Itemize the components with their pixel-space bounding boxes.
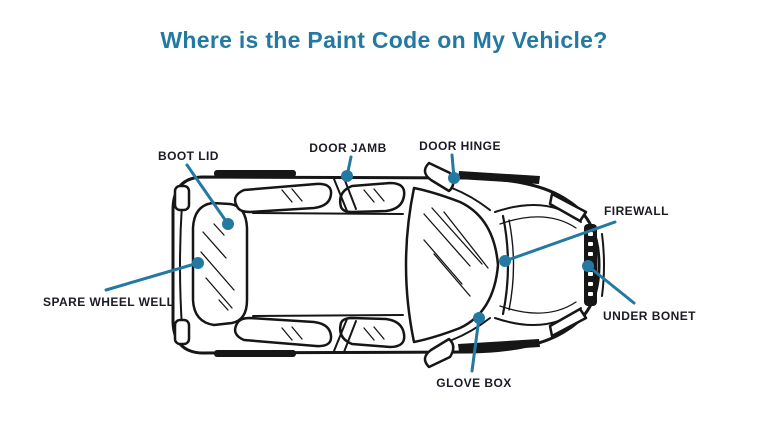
rear-window: [191, 201, 249, 327]
wing-mirror-bottom: [423, 337, 455, 369]
rear-hatch-seam: [179, 203, 183, 329]
side-window-rear-bottom: [233, 316, 333, 348]
front-bumper-seam: [601, 233, 605, 297]
tail-light-right: [173, 318, 191, 346]
callout-dot-spare-wheel-well: [192, 257, 204, 269]
tail-light-left: [173, 184, 191, 212]
callout-label-door-jamb: DOOR JAMB: [309, 141, 386, 155]
callout-label-under-bonet: UNDER BONET: [603, 309, 696, 323]
callout-label-boot-lid: BOOT LID: [158, 149, 219, 163]
cowl-arc-inner: [508, 219, 515, 311]
callout-line-boot-lid: [185, 163, 230, 226]
top-windows-hatching: [281, 188, 385, 203]
callout-dot-door-hinge: [448, 172, 460, 184]
headlight-top: [548, 192, 588, 223]
bottom-windows-hatching: [281, 326, 385, 341]
callouts: BOOT LID DOOR JAMB DOOR HINGE FIREWALL U…: [43, 139, 696, 390]
callout-line-firewall: [503, 220, 617, 263]
a-pillar-bottom: [451, 317, 491, 341]
callout-label-firewall: FIREWALL: [604, 204, 669, 218]
car-body-outline: [171, 175, 601, 355]
side-window-front-top: [338, 181, 406, 214]
headlight-bottom: [548, 307, 588, 338]
callout-dot-boot-lid: [222, 218, 234, 230]
a-pillar-top: [451, 187, 491, 211]
b-pillar-lines: [333, 177, 357, 353]
rear-window-hatching: [200, 223, 235, 311]
callout-label-glove-box: GLOVE BOX: [436, 376, 511, 390]
roof-rails: [214, 170, 540, 357]
callout-line-under-bonet: [586, 264, 636, 305]
callout-dot-glove-box: [473, 312, 485, 324]
callout-dot-under-bonet: [582, 260, 594, 272]
windshield-hatching: [423, 207, 489, 297]
side-window-front-bottom: [338, 316, 406, 349]
callout-label-spare-wheel-well: SPARE WHEEL WELL: [43, 295, 174, 309]
roof-edge-bottom: [252, 314, 404, 317]
side-window-rear-top: [233, 182, 333, 214]
callout-label-door-hinge: DOOR HINGE: [419, 139, 501, 153]
callout-line-glove-box: [470, 316, 481, 373]
callout-dot-door-jamb: [341, 170, 353, 182]
car-illustration: [171, 161, 605, 369]
page-title: Where is the Paint Code on My Vehicle?: [160, 27, 608, 53]
callout-line-spare-wheel-well: [104, 261, 200, 292]
callout-dot-firewall: [499, 255, 511, 267]
roof-edge-top: [252, 212, 404, 215]
